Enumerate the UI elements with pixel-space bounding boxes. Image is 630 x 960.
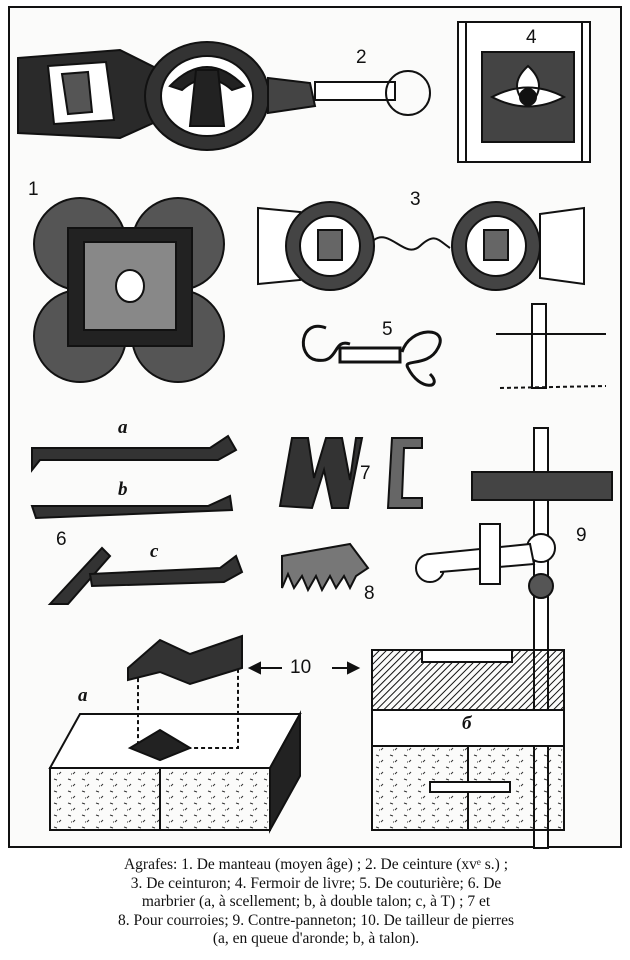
label-10b: б [462,713,472,734]
figure-caption: Agrafes: 1. De manteau (moyen âge) ; 2. … [6,856,626,949]
fig3-belt-buckle [257,201,585,291]
fig4-book-clasp [457,21,591,163]
fig6-marble-clamps [30,434,244,605]
caption-line-3: marbrier (a, à scellement; b, à double t… [141,893,491,910]
illustration-plate: 2 4 1 3 5 a b 6 c 7 8 9 10 a б [8,6,622,849]
label-10a: a [78,685,88,706]
label-1: 1 [28,179,39,200]
label-10: 10 [290,657,312,678]
label-5: 5 [382,319,393,340]
label-6: 6 [56,529,67,550]
label-7: 7 [360,463,371,484]
caption-line-2: 3. De ceinturon; 4. Fermoir de livre; 5.… [130,874,502,892]
fig5-hook-and-eye [301,324,442,387]
caption-line-4: 8. Pour courroies; 9. Contre-panneton; 1… [118,911,514,929]
fig8-strap-comb [281,542,370,593]
caption-line-1: Agrafes: 1. De manteau (moyen âge) ; 2. … [123,856,508,873]
fig10-arrows [247,661,361,675]
fig1-cloak-clasp [33,197,225,383]
label-3: 3 [410,189,421,210]
label-9: 9 [576,525,587,546]
label-6b: b [118,479,128,500]
fig10a-dovetail-clamp [48,634,302,834]
label-4: 4 [526,27,537,48]
label-2: 2 [356,47,367,68]
engraving-drawing [17,21,613,849]
fig10b-heel-clamp [371,649,565,831]
label-6a: a [118,417,128,438]
caption-line-5: (a, en queue d'aronde; b, à talon). [212,930,420,947]
fig7-strap-fasteners [278,437,423,510]
label-8: 8 [364,583,375,604]
label-6c: c [150,541,159,562]
fig2-belt-clasp [17,41,431,151]
